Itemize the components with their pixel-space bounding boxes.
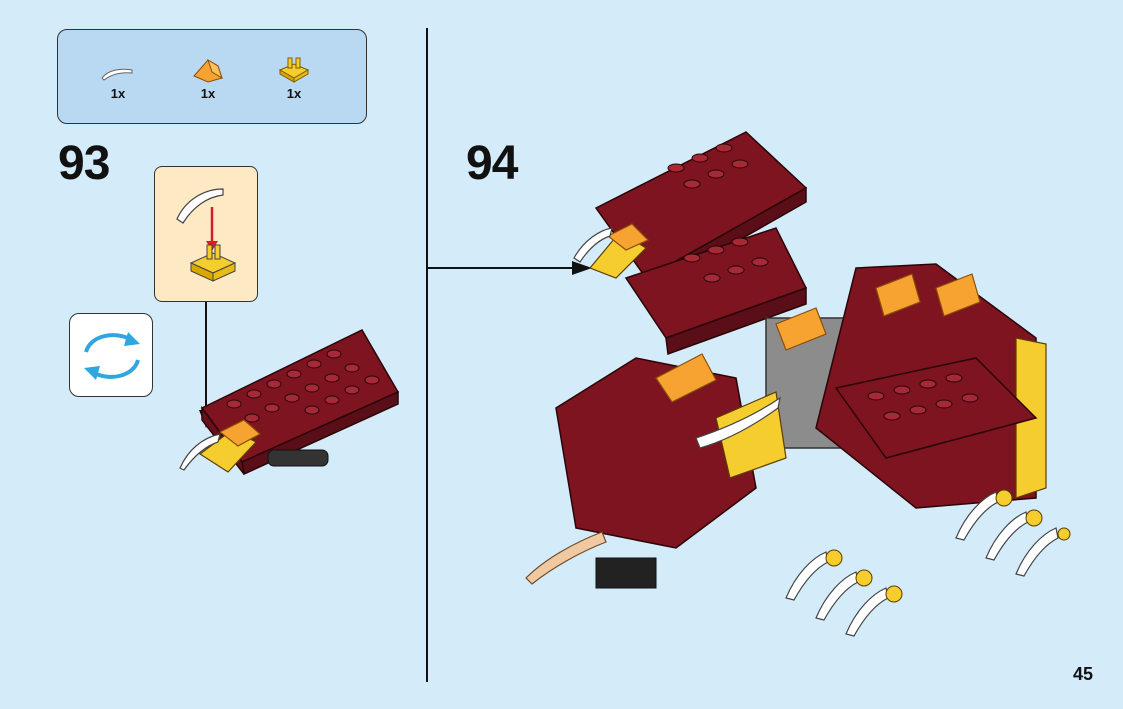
parts-item-qty: 1x [88, 86, 148, 101]
dragon-head-submodel [172, 322, 402, 492]
rotate-model-icon [70, 314, 154, 398]
orange-slope-icon [188, 52, 228, 84]
step-number-93: 93 [58, 140, 109, 188]
yellow-clip-icon [274, 52, 314, 84]
step-number-94: 94 [466, 140, 517, 188]
dragon-model [516, 128, 1076, 638]
page-number: 45 [1073, 664, 1093, 685]
parts-item-slope: 1x [178, 52, 238, 101]
parts-item-claw: 1x [88, 60, 148, 101]
claw-attach-diagram [155, 167, 259, 303]
white-claw-icon [98, 60, 138, 84]
step-divider [426, 28, 428, 682]
rotate-model-box [69, 313, 153, 397]
parts-item-clip: 1x [264, 52, 324, 101]
parts-list-box: 1x 1x 1x [57, 29, 367, 124]
sub-assembly-callout [154, 166, 258, 302]
parts-item-qty: 1x [178, 86, 238, 101]
parts-item-qty: 1x [264, 86, 324, 101]
